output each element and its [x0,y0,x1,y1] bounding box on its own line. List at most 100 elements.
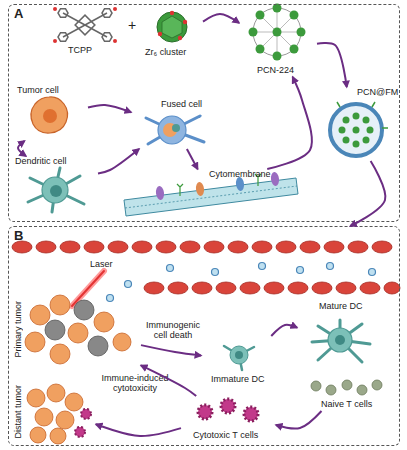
blood-vessel [324,241,344,253]
blood-vessel [348,241,368,253]
blood-vessel [216,282,236,294]
circulating-nanoparticles [107,295,114,302]
circulating-nanoparticles [107,263,376,302]
pcn-framework [273,28,282,37]
blood-vessel [360,282,380,294]
cluster-node: Zr₆ cluster [143,9,203,61]
distant-tumor [81,409,91,419]
fused-cell [158,116,186,144]
node-label: TCPP [68,45,92,55]
node-label: Dendritic cell [15,156,67,166]
blood-vessel [384,282,400,294]
blood-vessel [168,282,188,294]
mature-dendritic-cell [312,320,370,362]
tcpp-molecule [113,39,117,43]
node-label: Distant tumor [13,385,23,439]
blood-vessel [180,241,200,253]
tcpp-molecule [53,7,117,43]
primary-tumor [88,336,108,356]
flow-arrow [317,43,347,87]
cell-node: Dendritic cell [13,156,98,216]
primary-tumor [25,295,131,364]
cytotoxic-t-cells [244,407,258,421]
primary-tumor [50,295,70,315]
blood-vessel [276,241,296,253]
blood-vessel [36,241,56,253]
blood-vessel [192,282,212,294]
edge-label: Immunogenic cell death [140,320,206,340]
blood-vessel [336,282,356,294]
pcn-framework [249,28,258,37]
blood-vessel [108,241,128,253]
cell-node: Naive T cells [297,377,389,411]
tcpp-molecule [58,33,68,42]
flow-arrow [141,345,201,355]
cell-node: Fused cell [131,99,216,149]
tumor-cell [31,97,68,133]
primary-tumor [50,344,70,364]
tcpp-molecule [102,9,112,18]
node-label: Primary tumor [13,301,23,358]
blood-vessel [240,282,260,294]
cell-membrane [125,186,297,208]
zr-cluster [170,11,174,15]
distant-tumor [47,384,65,402]
cell-membrane [270,172,280,187]
circulating-nanoparticles [259,263,266,270]
dendritic-cell [28,168,84,212]
distant-tumor [30,427,46,443]
cytotoxic-t-cells [198,405,212,419]
panel-letter: B [14,229,23,243]
distant-tumor [75,427,85,437]
immature-dendritic-cell [230,346,248,364]
free-label: + [128,18,136,33]
pcn-framework [290,45,299,54]
flow-arrow [350,161,385,226]
blood-vessel [144,282,164,294]
coated-nanoparticle [353,113,360,120]
immature-dendritic-cell [224,346,254,370]
pcn-framework [253,8,301,56]
flow-arrow [271,325,297,336]
coated-nanoparticle [339,127,346,134]
panel-frame: ATCPPZr₆ clusterPCN-224Tumor cellDendrit… [8,4,400,222]
flow-arrow [88,105,131,112]
coated-nanoparticle [363,117,370,124]
blood-vessel [132,241,152,253]
coated-nanoparticle [367,127,374,134]
circulating-nanoparticles [167,265,174,272]
coated-nanoparticle [330,104,382,156]
node-label: Naive T cells [321,399,372,409]
tcpp-molecule [113,7,117,11]
distant-tumor [35,408,53,426]
tcpp-molecule [102,33,112,42]
dendritic-cell [28,168,84,212]
molecule-node: TCPP [46,9,126,57]
flow-arrow [267,77,312,169]
cell-node: Tumor cell [13,85,88,141]
naive-t-cells [311,380,382,395]
pcn-framework [297,28,306,37]
tumor-node: Primary tumor [11,293,141,371]
pcn-framework [249,4,306,61]
mature-dendritic-cell [335,335,345,345]
membrane-node: Cytomembrane [121,169,301,219]
blood-vessel [204,241,224,253]
blood-vessel [252,241,272,253]
node-label: Cytomembrane [209,169,271,179]
coated-nanoparticle [353,141,360,148]
node-label: PCN-224 [257,65,294,75]
mature-dendritic-cell [312,320,370,362]
framework-node: PCN-224 [239,5,317,77]
primary-tumor [30,305,50,325]
coated-nanoparticle [330,102,388,156]
tumor-cell [43,109,57,123]
blood-vessel [288,282,308,294]
flow-arrow [96,424,181,436]
primary-tumor [25,332,45,352]
node-label: Zr₆ cluster [145,47,186,57]
coated-nanoparticle [353,127,360,134]
tumor-cell [31,97,68,133]
